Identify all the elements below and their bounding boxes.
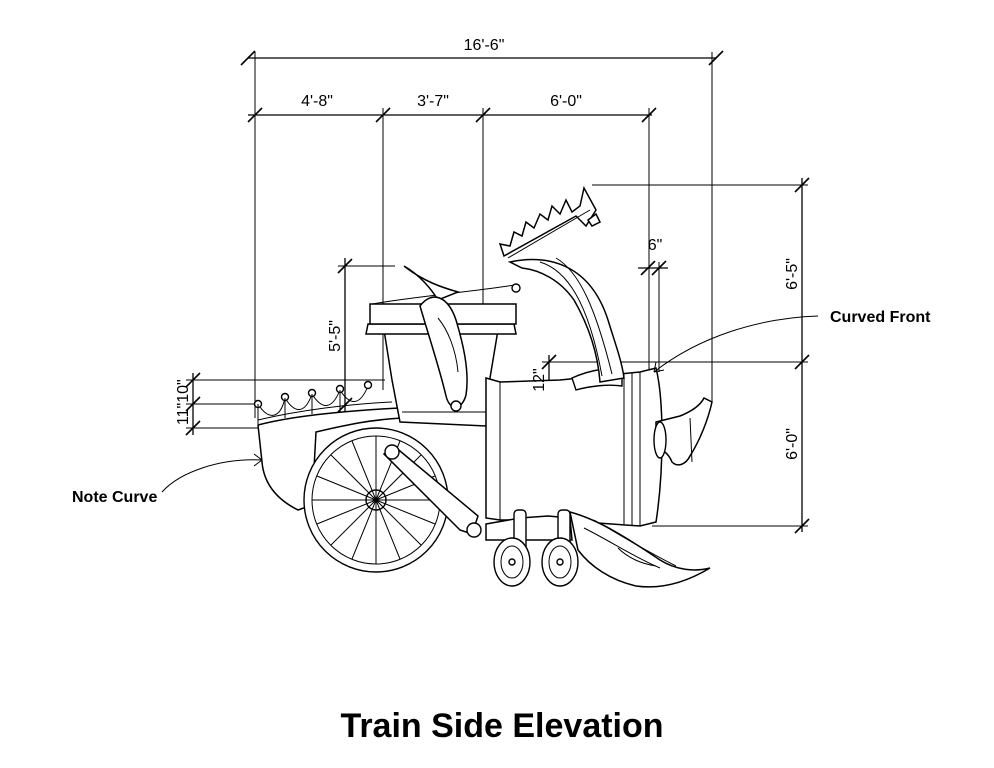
front-lower-height-label: 6'-0" <box>784 428 801 460</box>
leaders <box>161 315 819 493</box>
drawing-title: Train Side Elevation <box>340 707 663 745</box>
dimension-labels: 16'-6" 4'-8" 3'-7" 6'-0" 6" 6'-5" 6'-0" … <box>175 37 801 460</box>
note-curve-note: Note Curve <box>72 489 157 506</box>
boiler <box>485 367 663 527</box>
curved-front-note: Curved Front <box>830 309 931 326</box>
crown <box>498 185 597 258</box>
front-offset-label: 6" <box>648 237 663 254</box>
wheels <box>303 427 579 587</box>
rear-car <box>257 407 403 511</box>
front-tower <box>507 258 625 383</box>
right-dimension-lines <box>592 177 810 534</box>
overall-length-label: 16'-6" <box>464 37 505 54</box>
front-upper-height-label: 6'-5" <box>784 258 801 290</box>
segment-2-label: 3'-7" <box>417 93 449 110</box>
wheel-spokes <box>312 436 440 564</box>
rear-upper-label: 11" <box>175 403 192 425</box>
top-dimension-lines <box>240 50 724 418</box>
segment-3-label: 6'-0" <box>550 93 582 110</box>
horn <box>403 265 461 301</box>
note-labels: Curved Front Note Curve <box>72 309 931 506</box>
segment-1-label: 4'-8" <box>301 93 333 110</box>
cowcatcher <box>569 510 711 588</box>
curved-front-leader <box>653 315 819 373</box>
rear-lower-label: 10" <box>175 379 192 402</box>
note-curve-leader <box>161 459 263 493</box>
train-body <box>253 185 713 588</box>
cab-height-label: 5'-5" <box>327 320 344 352</box>
front-nozzle <box>655 396 713 466</box>
front-step-label: 12" <box>531 368 548 391</box>
